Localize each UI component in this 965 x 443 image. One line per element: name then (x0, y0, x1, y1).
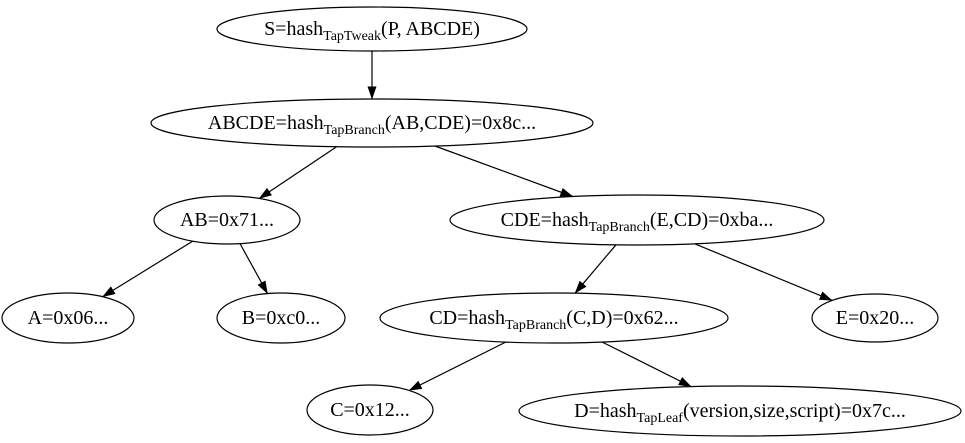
node-label-prefix: B=0xc0... (242, 307, 321, 329)
node-label-prefix: E=0x20... (836, 307, 915, 329)
node-label-suffix: (version,size,script)=0x7c... (683, 400, 906, 422)
node-label-D: D=hashTapLeaf(version,size,script)=0x7c.… (574, 400, 906, 426)
node-AB: AB=0x71... (153, 195, 301, 245)
node-ellipse-E (811, 293, 939, 343)
node-ellipse-A (1, 292, 135, 344)
node-A: A=0x06... (1, 292, 135, 344)
node-CDE: CDE=hashTapBranch(E,CD)=0xba... (449, 194, 825, 246)
node-label-C: C=0x12... (330, 399, 410, 421)
node-label-AB: AB=0x71... (180, 209, 274, 231)
node-ellipse-B (216, 292, 346, 344)
node-CD: CD=hashTapBranch(C,D)=0x62... (379, 292, 729, 344)
edge-CD-C (408, 341, 507, 391)
node-label-subscript: TapBranch (505, 318, 566, 333)
node-label-E: E=0x20... (836, 307, 915, 329)
node-B: B=0xc0... (216, 292, 346, 344)
node-ellipse-AB (153, 195, 301, 245)
node-label-S: S=hashTapTweak(P, ABCDE) (264, 18, 480, 44)
edge-ABCDE-CDE (434, 145, 574, 198)
node-S: S=hashTapTweak(P, ABCDE) (216, 6, 528, 52)
edges-layer (102, 51, 833, 391)
node-label-suffix: (P, ABCDE) (381, 18, 480, 40)
node-label-CDE: CDE=hashTapBranch(E,CD)=0xba... (501, 209, 774, 235)
node-ellipse-CD (379, 292, 729, 344)
node-label-prefix: C=0x12... (330, 399, 410, 421)
edge-CD-D (601, 341, 692, 388)
nodes-layer: S=hashTapTweak(P, ABCDE)ABCDE=hashTapBra… (1, 6, 962, 437)
node-ellipse-S (216, 6, 528, 52)
node-label-subscript: TapTweak (323, 29, 381, 44)
node-ellipse-CDE (449, 194, 825, 246)
node-label-prefix: ABCDE=hash (208, 112, 324, 134)
node-label-suffix: (AB,CDE)=0x8c... (385, 112, 536, 134)
edge-CDE-E (694, 243, 833, 301)
edge-CDE-CD (574, 244, 617, 294)
node-label-prefix: AB=0x71... (180, 209, 274, 231)
node-label-prefix: CD=hash (429, 307, 505, 329)
edge-AB-B (239, 243, 269, 295)
node-label-B: B=0xc0... (242, 307, 321, 329)
edge-AB-A (102, 240, 193, 298)
node-label-CD: CD=hashTapBranch(C,D)=0x62... (429, 307, 678, 333)
node-label-A: A=0x06... (28, 307, 109, 329)
node-ellipse-ABCDE (150, 98, 594, 148)
node-E: E=0x20... (811, 293, 939, 343)
node-ABCDE: ABCDE=hashTapBranch(AB,CDE)=0x8c... (150, 98, 594, 148)
node-label-subscript: TapLeaf (637, 411, 684, 426)
node-ellipse-C (306, 384, 434, 436)
node-label-prefix: A=0x06... (28, 307, 109, 329)
node-label-subscript: TapBranch (324, 123, 385, 138)
node-label-suffix: (E,CD)=0xba... (650, 209, 773, 231)
node-label-subscript: TapBranch (589, 220, 650, 235)
node-D: D=hashTapLeaf(version,size,script)=0x7c.… (518, 385, 962, 437)
node-label-prefix: CDE=hash (501, 209, 589, 231)
node-label-prefix: D=hash (574, 400, 636, 422)
node-label-prefix: S=hash (264, 18, 323, 40)
node-ellipse-D (518, 385, 962, 437)
node-label-suffix: (C,D)=0x62... (566, 307, 678, 329)
edge-ABCDE-AB (258, 146, 337, 199)
node-C: C=0x12... (306, 384, 434, 436)
node-label-ABCDE: ABCDE=hashTapBranch(AB,CDE)=0x8c... (208, 112, 536, 138)
